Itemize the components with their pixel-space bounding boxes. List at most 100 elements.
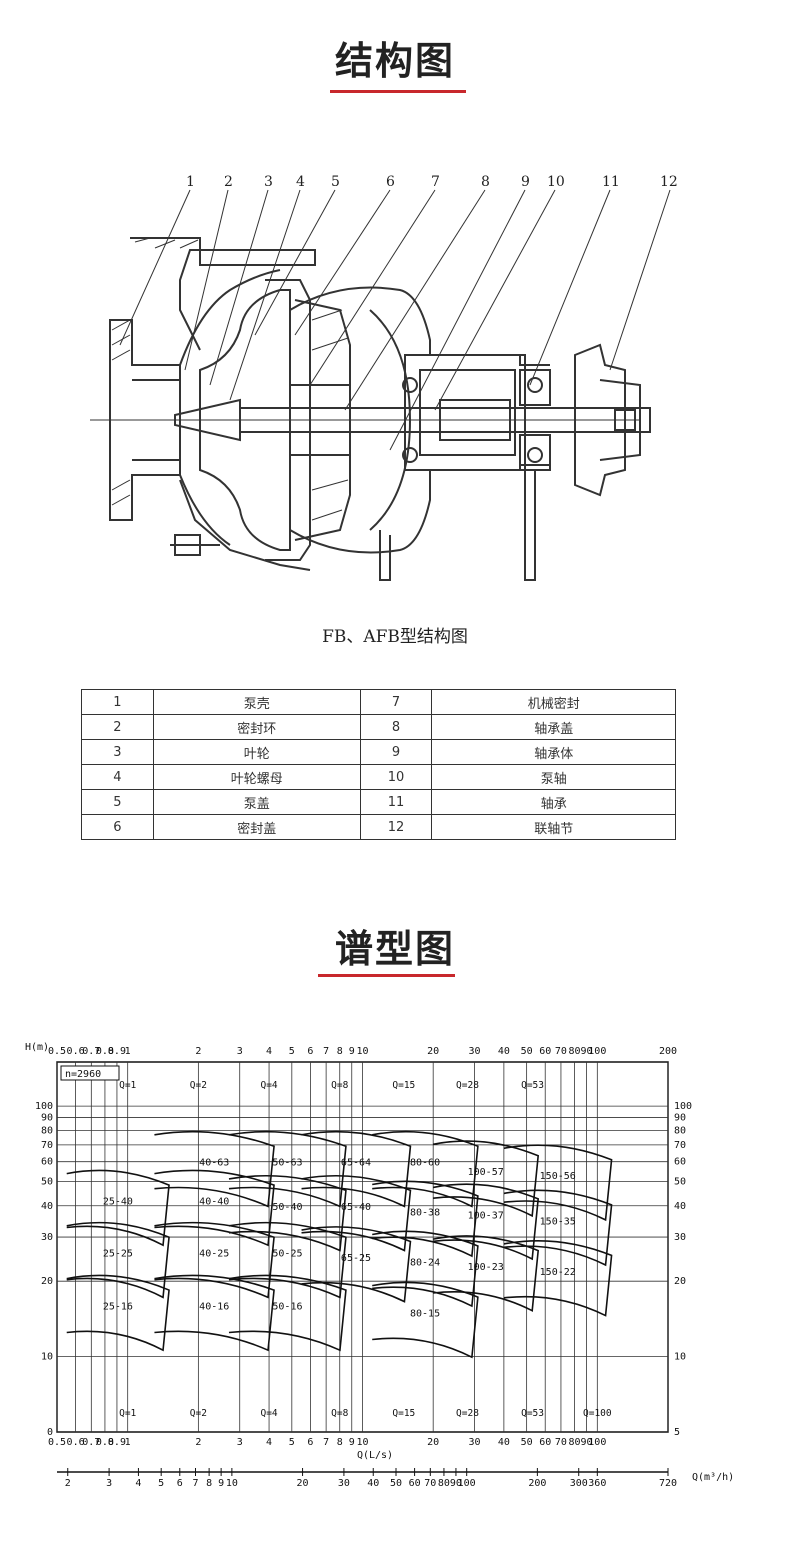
model-label: 80-60	[410, 1158, 440, 1169]
flow-label-top: Q=2	[190, 1080, 207, 1091]
x-tick-label-bottom: 60	[539, 1437, 551, 1448]
secondary-axis-tick-label: 7	[192, 1478, 198, 1489]
x-tick-label-top: 2	[195, 1046, 201, 1057]
x-tick-label-bottom: 10	[356, 1437, 368, 1448]
flow-label-top: Q=28	[456, 1080, 479, 1091]
x-tick-label-top: 80	[569, 1046, 581, 1057]
secondary-axis-tick-label: 300	[570, 1478, 588, 1489]
model-label: 25-40	[103, 1196, 133, 1207]
part-name: 叶轮螺母	[152, 764, 361, 790]
secondary-axis-tick-label: 40	[367, 1478, 379, 1489]
y-tick-label-right: 60	[674, 1157, 686, 1168]
x-tick-label-top: 10	[356, 1046, 368, 1057]
x-tick-label-top: 0.9	[108, 1046, 126, 1057]
secondary-axis-tick-label: 5	[158, 1478, 164, 1489]
model-curve-region	[228, 1175, 347, 1252]
flow-label-bottom: Q=28	[456, 1408, 479, 1419]
callout-5: 5	[331, 174, 340, 190]
model-label: 100-57	[468, 1167, 504, 1178]
x-tick-label-top: 30	[469, 1046, 481, 1057]
model-label: 150-22	[540, 1267, 576, 1278]
callout-6: 6	[386, 174, 395, 190]
model-label: 100-23	[468, 1262, 504, 1273]
secondary-axis-tick-label: 4	[135, 1478, 141, 1489]
part-name: 轴承盖	[431, 714, 676, 740]
part-name: 泵盖	[152, 789, 361, 815]
y-tick-label-right: 70	[674, 1140, 686, 1151]
model-label: 150-56	[540, 1171, 576, 1182]
callout-9: 9	[521, 174, 530, 190]
table-row: 5 泵盖 11 轴承	[81, 789, 676, 815]
title-underline	[318, 974, 455, 977]
y-tick-label-right: 100	[674, 1101, 692, 1112]
part-number: 8	[359, 714, 433, 740]
callout-11: 11	[602, 174, 620, 190]
table-row: 4 叶轮螺母 10 泵轴	[81, 764, 676, 790]
part-number: 7	[359, 689, 433, 715]
y-tick-label-right: 5	[674, 1427, 680, 1438]
structure-section-title: 结构图	[334, 39, 455, 83]
secondary-axis-tick-label: 100	[458, 1478, 476, 1489]
y-tick-label-right: 40	[674, 1201, 686, 1212]
model-label: 40-40	[199, 1196, 229, 1207]
model-label: 65-40	[341, 1202, 371, 1213]
model-label: 80-24	[410, 1257, 440, 1268]
x-axis-label: Q(L/s)	[357, 1450, 393, 1461]
model-label: 40-25	[199, 1249, 229, 1260]
x-tick-label-bottom: 5	[289, 1437, 295, 1448]
secondary-axis-tick-label: 90	[450, 1478, 462, 1489]
part-name: 轴承	[431, 789, 676, 815]
pump-structure-drawing: 1 2 3 4 5 6 7 8 9 10 11 12	[90, 174, 678, 581]
x-tick-label-top: 0.5	[48, 1046, 66, 1057]
x-tick-label-top: 70	[555, 1046, 567, 1057]
x-tick-label-bottom: 0.6	[67, 1437, 85, 1448]
x-tick-label-bottom: 20	[427, 1437, 439, 1448]
model-curve-region	[301, 1130, 412, 1208]
part-number: 3	[81, 739, 154, 765]
model-curve-region	[154, 1130, 275, 1208]
model-label: 40-16	[199, 1301, 229, 1312]
secondary-axis-tick-label: 2	[65, 1478, 71, 1489]
flow-label-bottom: Q=2	[190, 1408, 207, 1419]
flow-label-top: Q=8	[331, 1080, 348, 1091]
x-tick-label-top: 6	[307, 1046, 313, 1057]
x-tick-label-bottom: 9	[349, 1437, 355, 1448]
model-curve-region	[503, 1144, 613, 1222]
x-tick-label-top: 50	[521, 1046, 533, 1057]
y-tick-label-left: 60	[41, 1157, 53, 1168]
speed-label-box	[60, 1065, 120, 1081]
part-number: 12	[359, 814, 433, 840]
model-curve-region	[154, 1221, 275, 1299]
x-tick-label-bottom: 6	[307, 1437, 313, 1448]
y-tick-label-right: 90	[674, 1113, 686, 1124]
callout-1: 1	[186, 174, 195, 190]
model-label: 80-38	[410, 1207, 440, 1218]
part-number: 2	[81, 714, 154, 740]
y-tick-label-right: 30	[674, 1232, 686, 1243]
y-tick-label-right: 20	[674, 1276, 686, 1287]
y-tick-label-right: 10	[674, 1352, 686, 1363]
flow-label-bottom: Q=8	[331, 1408, 348, 1419]
model-curve-region	[66, 1274, 170, 1352]
callout-10: 10	[547, 174, 565, 190]
x-tick-label-top: 5	[289, 1046, 295, 1057]
secondary-axis-tick-label: 50	[390, 1478, 402, 1489]
secondary-axis-tick-label: 80	[438, 1478, 450, 1489]
part-name: 泵轴	[431, 764, 676, 790]
secondary-axis-tick-label: 8	[206, 1478, 212, 1489]
part-number: 11	[359, 789, 433, 815]
part-number: 4	[81, 764, 154, 790]
flow-label-top: Q=1	[119, 1080, 136, 1091]
parts-table: 1 泵壳 7 机械密封 2 密封环 8 轴承盖 3 叶轮 9 轴承体 4 叶轮螺…	[81, 689, 676, 840]
flow-label-bottom: Q=1	[119, 1408, 136, 1419]
secondary-axis-tick-label: 6	[177, 1478, 183, 1489]
y-tick-label-left: 70	[41, 1140, 53, 1151]
drawing-caption: FB、AFB型结构图	[322, 627, 468, 647]
y-tick-label-left: 0	[47, 1427, 53, 1438]
x-tick-label-bottom: 90	[581, 1437, 593, 1448]
flow-label-bottom: Q=15	[392, 1408, 415, 1419]
x-tick-label-bottom: 0.5	[48, 1437, 66, 1448]
x-tick-label-bottom: 80	[569, 1437, 581, 1448]
model-curve-region	[228, 1130, 347, 1208]
model-curve-region	[503, 1240, 613, 1317]
